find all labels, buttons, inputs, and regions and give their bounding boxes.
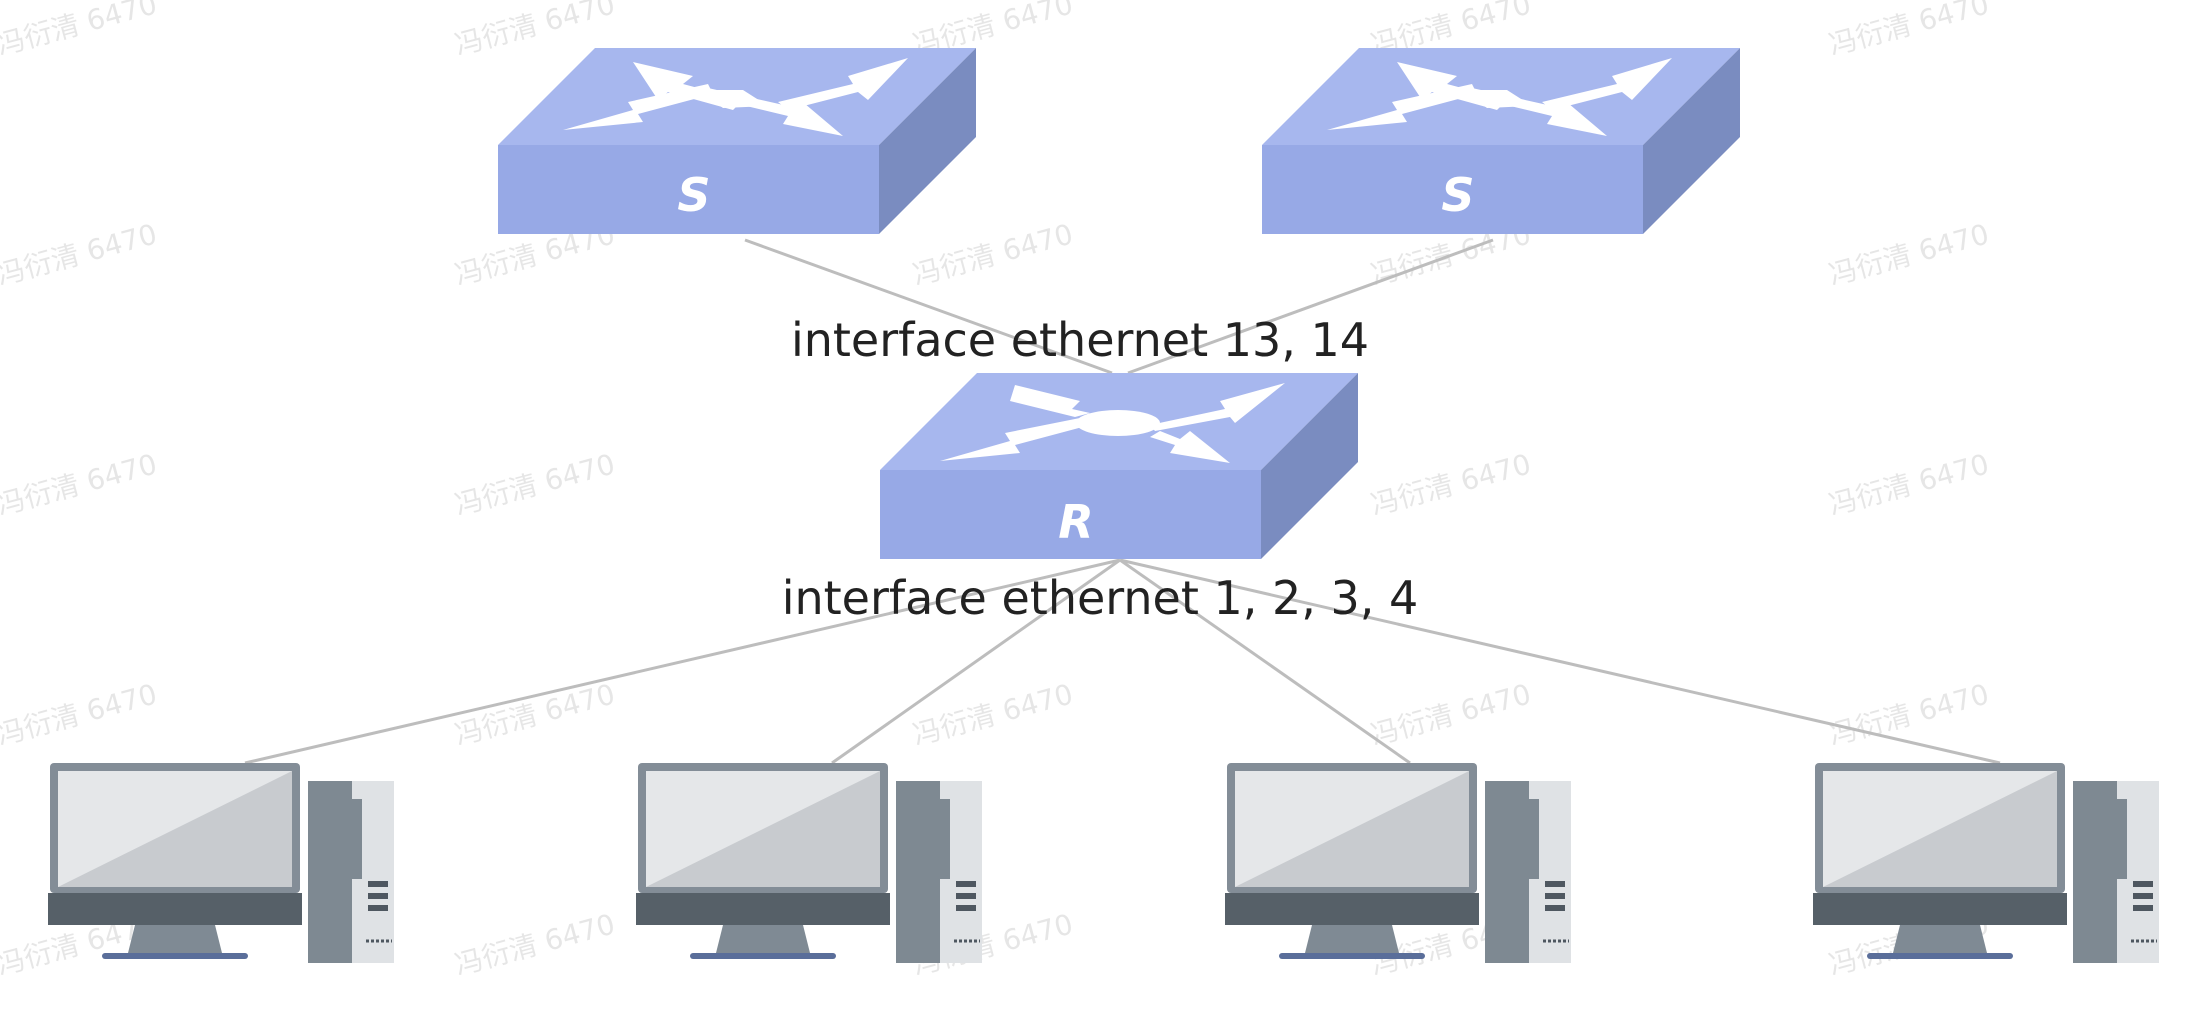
link-switch-right-router	[1127, 238, 1494, 375]
switch-left[interactable]: S	[498, 48, 976, 234]
switch-right-label: S	[1441, 168, 1474, 222]
watermark-text: 冯衍清 6470	[451, 447, 618, 521]
router-label: R	[1058, 495, 1093, 549]
watermark-text: 冯衍清 6470	[0, 0, 160, 62]
link-router-pc-2	[831, 558, 1121, 765]
watermark-text: 冯衍清 6470	[451, 677, 618, 751]
pc-3[interactable]	[1223, 761, 1573, 965]
switch-right[interactable]: S	[1262, 48, 1740, 234]
links	[244, 238, 2001, 765]
watermark-text: 冯衍清 6470	[0, 217, 160, 291]
switch-left-label: S	[677, 168, 710, 222]
watermark-text: 冯衍清 6470	[1825, 447, 1992, 521]
watermark-text: 冯衍清 6470	[1367, 447, 1534, 521]
link-router-pc-4	[1119, 558, 2001, 765]
watermark-text: 冯衍清 6470	[1825, 0, 1992, 62]
link-router-pc-1	[244, 558, 1121, 765]
pc-2[interactable]	[634, 761, 984, 965]
link-router-pc-3	[1119, 558, 1411, 765]
link-switch-left-router	[744, 238, 1113, 375]
label-upper-interfaces: interface ethernet 13, 14	[791, 313, 1369, 367]
watermark-text: 冯衍清 6470	[1825, 217, 1992, 291]
label-lower-interfaces: interface ethernet 1, 2, 3, 4	[782, 571, 1419, 625]
watermark-text: 冯衍清 6470	[909, 677, 1076, 751]
watermark-text: 冯衍清 6470	[909, 217, 1076, 291]
watermark-text: 冯衍清 6470	[1367, 677, 1534, 751]
watermark-text: 冯衍清 6470	[0, 447, 160, 521]
router[interactable]: R	[880, 373, 1358, 559]
watermark-text: 冯衍清 6470	[451, 907, 618, 981]
watermark-text: 冯衍清 6470	[0, 677, 160, 751]
